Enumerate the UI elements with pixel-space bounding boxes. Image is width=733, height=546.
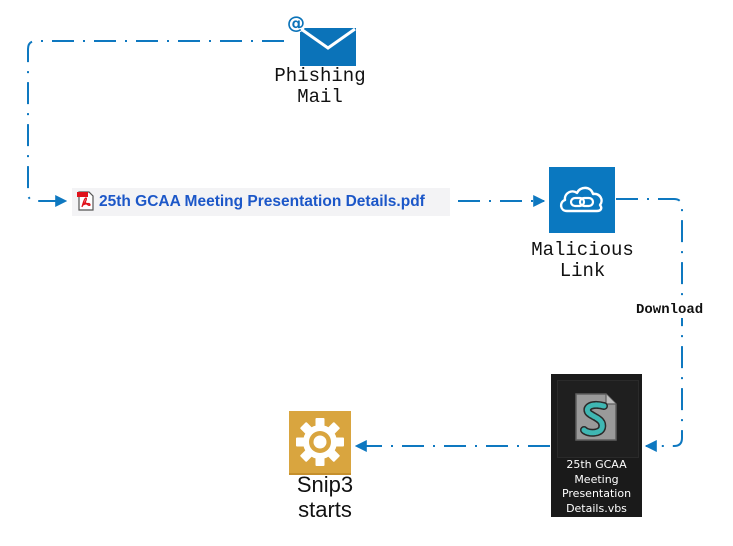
- malicious-link-label: Malicious Link: [510, 240, 655, 282]
- svg-text:@: @: [287, 13, 305, 34]
- pdf-attachment-chip[interactable]: [72, 188, 450, 216]
- email-icon: @: [284, 12, 360, 68]
- snip3-label: Snip3 starts: [270, 472, 380, 522]
- pdf-attachment-link[interactable]: 25th GCAA Meeting Presentation Details.p…: [99, 193, 425, 210]
- snip3-tile: [289, 411, 351, 475]
- download-edge-label: Download: [632, 302, 708, 318]
- vbs-name-line1: 25th GCAA: [566, 458, 627, 471]
- snip3-label-line1: Snip3: [296, 472, 354, 497]
- link-label-line1: Malicious: [531, 239, 634, 261]
- gear-icon: [296, 418, 344, 466]
- vbs-file-name: 25th GCAA Meeting Presentation Details.v…: [551, 458, 642, 516]
- vbs-name-line4: Details.vbs: [566, 501, 627, 515]
- edge-mail-to-pdf: [27, 40, 284, 207]
- mail-label-line1: Phishing: [274, 65, 366, 87]
- link-label-line2: Link: [559, 260, 606, 282]
- vbs-script-icon: [574, 392, 618, 442]
- phishing-mail-label: Phishing Mail: [250, 66, 390, 108]
- mail-label-line2: Mail: [297, 86, 343, 108]
- pdf-icon: [76, 190, 96, 212]
- malicious-link-tile: [549, 167, 615, 233]
- edge-link-to-vbs: [616, 198, 683, 452]
- vbs-name-line3: Presentation: [561, 487, 632, 500]
- cloud-link-icon: [559, 186, 603, 213]
- vbs-name-line2: Meeting: [574, 472, 619, 486]
- snip3-label-line2: starts: [298, 497, 352, 522]
